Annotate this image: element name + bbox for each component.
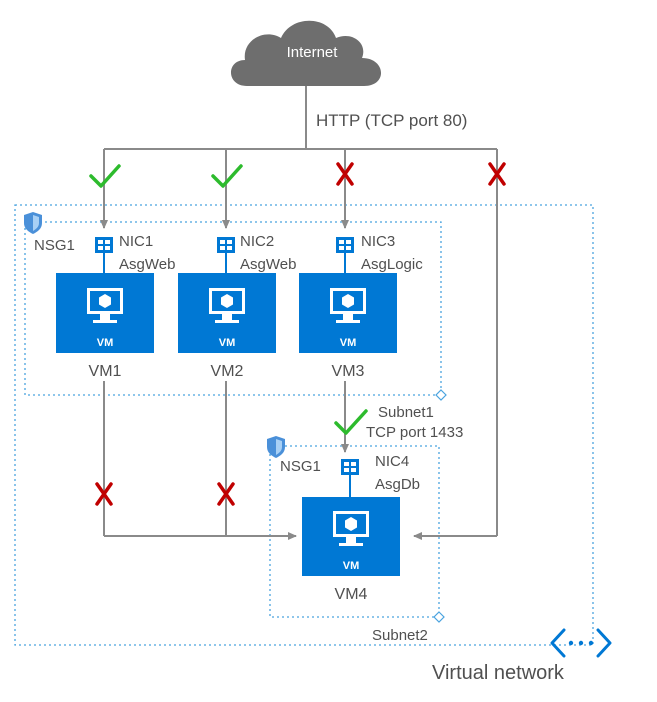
subnet2-label: Subnet2	[372, 627, 428, 644]
vm2-box: VM	[178, 273, 276, 353]
allow-check-icon	[334, 409, 368, 435]
subnet2-nsg-label: NSG1	[280, 458, 321, 475]
nic-icon	[217, 237, 235, 253]
subnet1-nsg-label: NSG1	[34, 237, 75, 254]
vm1-box: VM	[56, 273, 154, 353]
monitor-icon	[333, 511, 369, 546]
vm1-name: VM1	[89, 363, 122, 380]
monitor-icon	[209, 288, 245, 323]
monitor-icon	[87, 288, 123, 323]
asg-web-label: AsgWeb	[240, 256, 296, 273]
vm-badge: VM	[340, 337, 357, 349]
nic2-label: NIC2	[240, 233, 274, 250]
subnet1-corner-icon	[435, 389, 447, 401]
asg-db-label: AsgDb	[375, 476, 420, 493]
vm-badge: VM	[219, 337, 236, 349]
allow-check-icon	[89, 164, 121, 188]
deny-x-icon	[217, 482, 235, 506]
monitor-icon	[330, 288, 366, 323]
nic-connectors	[103, 253, 351, 497]
nsg-shield-icon	[24, 212, 42, 234]
nic3-label: NIC3	[361, 233, 395, 250]
http-label: HTTP (TCP port 80)	[316, 111, 467, 130]
vm-badge: VM	[97, 337, 114, 349]
nic-icon	[341, 459, 359, 475]
nic1-label: NIC1	[119, 233, 153, 250]
subnet2-corner-icon	[433, 611, 445, 623]
internal-traffic-lines	[103, 381, 349, 540]
asg-logic-label: AsgLogic	[361, 256, 423, 273]
allow-check-icon	[211, 164, 243, 188]
virtual-network-icon	[550, 628, 612, 658]
virtual-network-label: Virtual network	[432, 662, 565, 684]
internet-cloud-icon	[230, 20, 382, 86]
deny-x-icon	[336, 162, 354, 186]
vm3-name: VM3	[332, 363, 365, 380]
vm3-box: VM	[299, 273, 397, 353]
nsg-shield-icon	[267, 436, 285, 458]
internet-label: Internet	[287, 44, 339, 61]
subnet1-label: Subnet1	[378, 404, 434, 421]
nic-icon	[95, 237, 113, 253]
deny-x-icon	[488, 162, 506, 186]
vm-badge: VM	[343, 560, 360, 572]
vm4-box: VM	[302, 497, 400, 576]
vm2-name: VM2	[211, 363, 244, 380]
vm4-name: VM4	[335, 586, 368, 603]
nic-icon	[336, 237, 354, 253]
deny-x-icon	[95, 482, 113, 506]
nic4-label: NIC4	[375, 453, 409, 470]
tcp1433-label: TCP port 1433	[366, 424, 463, 441]
http-traffic-lines	[100, 86, 498, 540]
subnet1-boundary	[24, 221, 442, 396]
virtual-network-boundary	[14, 204, 594, 646]
asg-web-label: AsgWeb	[119, 256, 175, 273]
